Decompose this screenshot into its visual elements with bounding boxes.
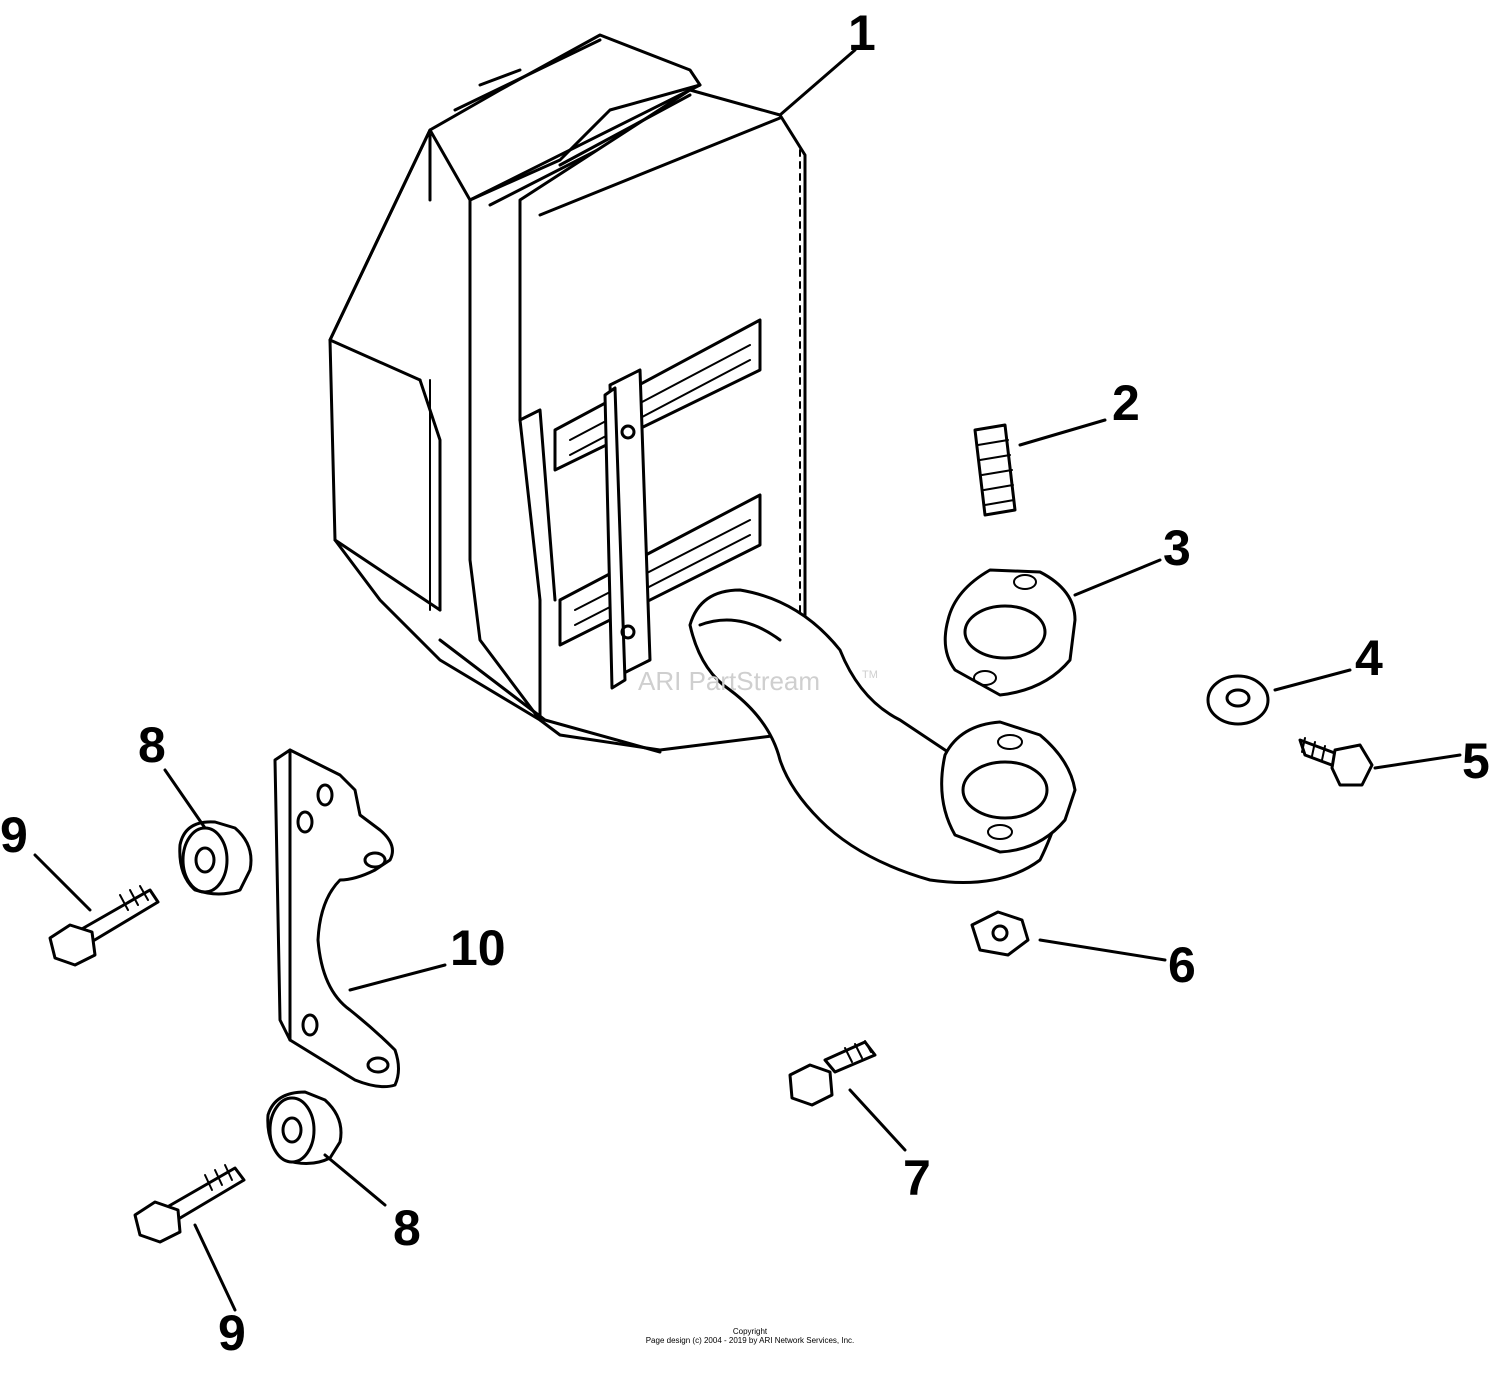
callout-1: 1 (848, 5, 876, 61)
callout-6: 6 (1168, 937, 1196, 993)
nut[interactable] (970, 910, 1030, 957)
bracket[interactable] (273, 748, 400, 1089)
callout-7: 7 (903, 1150, 931, 1206)
callout-9-lower: 9 (218, 1305, 246, 1361)
callout-2: 2 (1112, 375, 1140, 431)
spacer-lower[interactable] (266, 1090, 343, 1165)
spacer-upper[interactable] (178, 820, 253, 896)
callout-4: 4 (1355, 630, 1383, 686)
callout-9-upper: 9 (0, 807, 28, 863)
callout-3: 3 (1163, 520, 1191, 576)
washer[interactable] (1206, 674, 1270, 726)
copyright-line-1: Copyright (733, 1327, 768, 1336)
stud[interactable] (973, 423, 1017, 517)
watermark: ARI PartStream (638, 666, 820, 696)
watermark-trademark: TM (862, 669, 878, 681)
copyright-line-2: Page design (c) 2004 - 2019 by ARI Netwo… (646, 1336, 855, 1345)
screw-9-lower[interactable] (133, 1164, 246, 1244)
screw-7[interactable] (788, 1040, 877, 1107)
callout-8-lower: 8 (393, 1200, 421, 1256)
callout-10: 10 (450, 920, 506, 976)
screw-9-upper[interactable] (48, 885, 160, 967)
gasket[interactable] (943, 568, 1077, 697)
screw-5[interactable] (1298, 737, 1374, 787)
callout-8-upper: 8 (138, 717, 166, 773)
callout-5: 5 (1462, 733, 1490, 789)
exhaust-pipe[interactable] (688, 588, 1077, 884)
leader-lines (33, 48, 1462, 1312)
muffler[interactable] (328, 33, 807, 754)
callouts: 1 2 3 4 5 6 7 8 8 9 9 10 (0, 5, 1490, 1361)
